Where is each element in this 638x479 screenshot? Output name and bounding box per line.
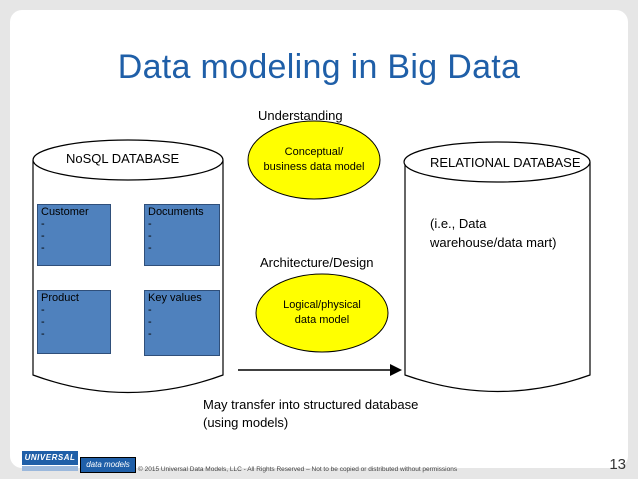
- conceptual-text: Conceptual/ business data model: [248, 145, 380, 175]
- documents-line: -: [148, 218, 152, 230]
- customer-line: -: [41, 218, 45, 230]
- key-values-line: -: [148, 328, 152, 340]
- copyright-text: © 2015 Universal Data Models, LLC - All …: [138, 466, 458, 473]
- transfer-arrowhead: [390, 364, 402, 376]
- logical-line2: data model: [294, 314, 350, 326]
- logical-ellipse: [255, 273, 389, 353]
- product-line: -: [41, 328, 45, 340]
- documents-title: Documents: [148, 206, 204, 218]
- nosql-cylinder-top: [32, 139, 224, 181]
- transfer-line1: May transfer into structured database: [203, 397, 419, 412]
- key-values-line: -: [148, 304, 152, 316]
- relational-note-line2: warehouse/data mart): [430, 235, 557, 250]
- product-box: Product - - -: [37, 290, 111, 354]
- relational-cylinder: [404, 162, 591, 393]
- key-values-title: Key values: [148, 292, 202, 304]
- conceptual-line2: business data model: [263, 161, 365, 173]
- key-values-line: -: [148, 316, 152, 328]
- logical-line1: Logical/physical: [283, 299, 361, 311]
- documents-line: -: [148, 242, 152, 254]
- product-line: -: [41, 304, 45, 316]
- nosql-cylinder: [32, 160, 224, 394]
- conceptual-ellipse: [247, 120, 381, 200]
- documents-box: Documents - - -: [144, 204, 220, 266]
- documents-line: -: [148, 230, 152, 242]
- product-line: -: [41, 316, 45, 328]
- nosql-label: NoSQL DATABASE: [66, 151, 180, 166]
- slide-number: 13: [609, 456, 626, 473]
- conceptual-line1: Conceptual/: [284, 146, 344, 158]
- product-title: Product: [41, 292, 79, 304]
- understanding-label: Understanding: [258, 108, 343, 123]
- logo-strip: [22, 466, 78, 471]
- key-values-box: Key values - - -: [144, 290, 220, 356]
- customer-line: -: [41, 242, 45, 254]
- architecture-label: Architecture/Design: [260, 255, 374, 270]
- relational-cylinder-top: [403, 141, 591, 183]
- data-models-logo: data models: [80, 457, 136, 473]
- slide-title: Data modeling in Big Data: [117, 48, 521, 86]
- relational-label: RELATIONAL DATABASE: [430, 155, 581, 170]
- transfer-line2: (using models): [203, 415, 289, 430]
- customer-title: Customer: [41, 206, 89, 218]
- customer-box: Customer - - -: [37, 204, 111, 266]
- universal-logo: UNIVERSAL: [22, 451, 78, 465]
- relational-note-line1: (i.e., Data: [430, 216, 487, 231]
- logical-text: Logical/physical data model: [256, 298, 388, 328]
- customer-line: -: [41, 230, 45, 242]
